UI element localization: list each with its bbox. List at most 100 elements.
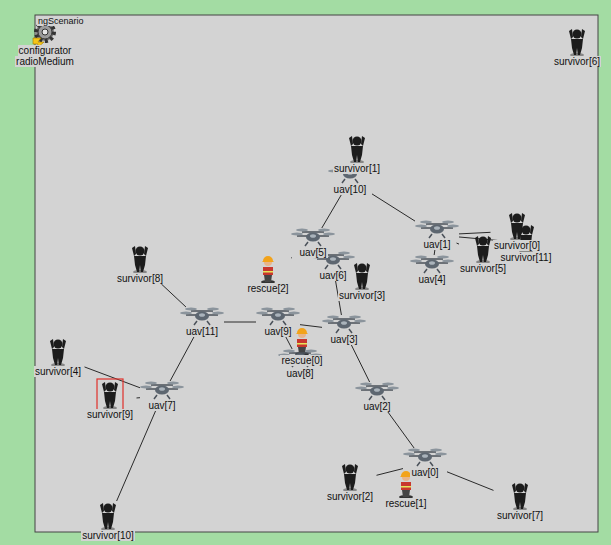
icon-part [38,25,52,39]
icon-slot [313,251,353,270]
icon-part [442,221,454,224]
module-name: uav[10] [333,184,368,195]
icon-slot [397,469,415,498]
icon-part [358,264,367,273]
uav-module-icon [355,383,399,400]
icon-part [50,339,66,349]
icon-slot [142,381,182,400]
icon-part [569,29,585,39]
icon-part [263,271,273,273]
icon-part [343,256,355,259]
icon-part [401,486,411,488]
icon-slot [98,501,118,530]
icon-part [402,490,410,497]
icon-part [420,221,432,224]
survivor-module-icon [342,464,358,492]
icon-part [297,339,307,347]
icon-slot [412,255,452,274]
icon-slot [280,349,320,368]
icon-part [349,316,361,319]
survivor-module: survivor[7] [494,481,547,521]
icon-part [516,484,525,493]
icon-part [477,246,489,262]
survivor-module-icon [475,236,491,264]
icon-part [275,313,281,317]
survivor-module: survivor[3] [336,261,389,301]
module-name: uav[8] [285,368,314,379]
icon-slot [330,165,370,184]
icon-part [296,328,308,334]
icon-part [145,382,157,385]
icon-part [326,256,340,265]
icon-part [264,275,272,282]
icon-part [410,260,422,263]
icon-part [434,226,440,230]
icon-part [106,383,115,392]
module-name: uav[0] [410,467,439,478]
uav-module-icon [415,221,459,238]
icon-part [283,350,295,353]
icon-part [262,256,274,262]
survivor-module: survivor[1] [331,134,384,174]
icon-part [263,267,273,275]
radio-link [457,243,460,244]
survivor-module: survivor[10] [79,501,137,541]
uav-module-icon [256,308,300,325]
module-name: uav[6] [318,270,347,281]
icon-part [318,229,330,232]
icon-part [256,312,268,315]
icon-slot [48,337,68,366]
icon-slot [182,307,222,326]
icon-part [349,136,365,146]
icon-part [430,449,442,452]
icon-part [261,308,273,311]
icon-part [429,261,435,265]
icon-slot [473,234,493,263]
icon-part [346,465,355,474]
playground-area [35,15,598,532]
icon-part [401,482,411,490]
uav-module: uav[6] [311,251,355,281]
survivor-module-icon [100,503,116,531]
survivor-module-icon [50,339,66,367]
survivor-module: survivor[0] [491,211,544,251]
radio-link [447,472,494,491]
survivor-module: survivor[11] [498,223,555,263]
icon-part [323,233,335,236]
survivor-module-icon [132,246,148,274]
module-name: rescue[2] [246,283,289,294]
rescue-module: rescue[1] [382,469,430,509]
icon-part [155,386,169,395]
icon-part [374,388,380,392]
icon-part [442,260,454,263]
icon-part [296,229,308,232]
icon-part [185,308,197,311]
icon-part [327,316,339,319]
icon-part [522,226,531,235]
icon-part [54,340,63,349]
survivor-module-icon [349,136,365,164]
icon-part [207,308,219,311]
icon-part [435,453,447,456]
rescue-module: rescue[0] [278,326,326,366]
module-name: uav[4] [417,274,446,285]
icon-part [382,383,394,386]
icon-slot [417,220,457,239]
module-name: rescue[1] [384,498,427,509]
icon-part [305,350,317,353]
icon-part [518,225,534,235]
icon-part [330,257,336,261]
module-name: uav[7] [147,400,176,411]
icon-part [338,252,350,255]
survivor-module: survivor[4] [32,337,85,377]
icon-part [104,504,113,513]
icon-slot [567,27,587,56]
uav-module: uav[8] [278,349,322,379]
icon-part [573,30,582,39]
icon-part [42,29,48,35]
rescue-module-icon [261,256,275,284]
icon-slot [324,315,364,334]
icon-part [140,386,152,389]
module-name: survivor[3] [338,290,386,301]
